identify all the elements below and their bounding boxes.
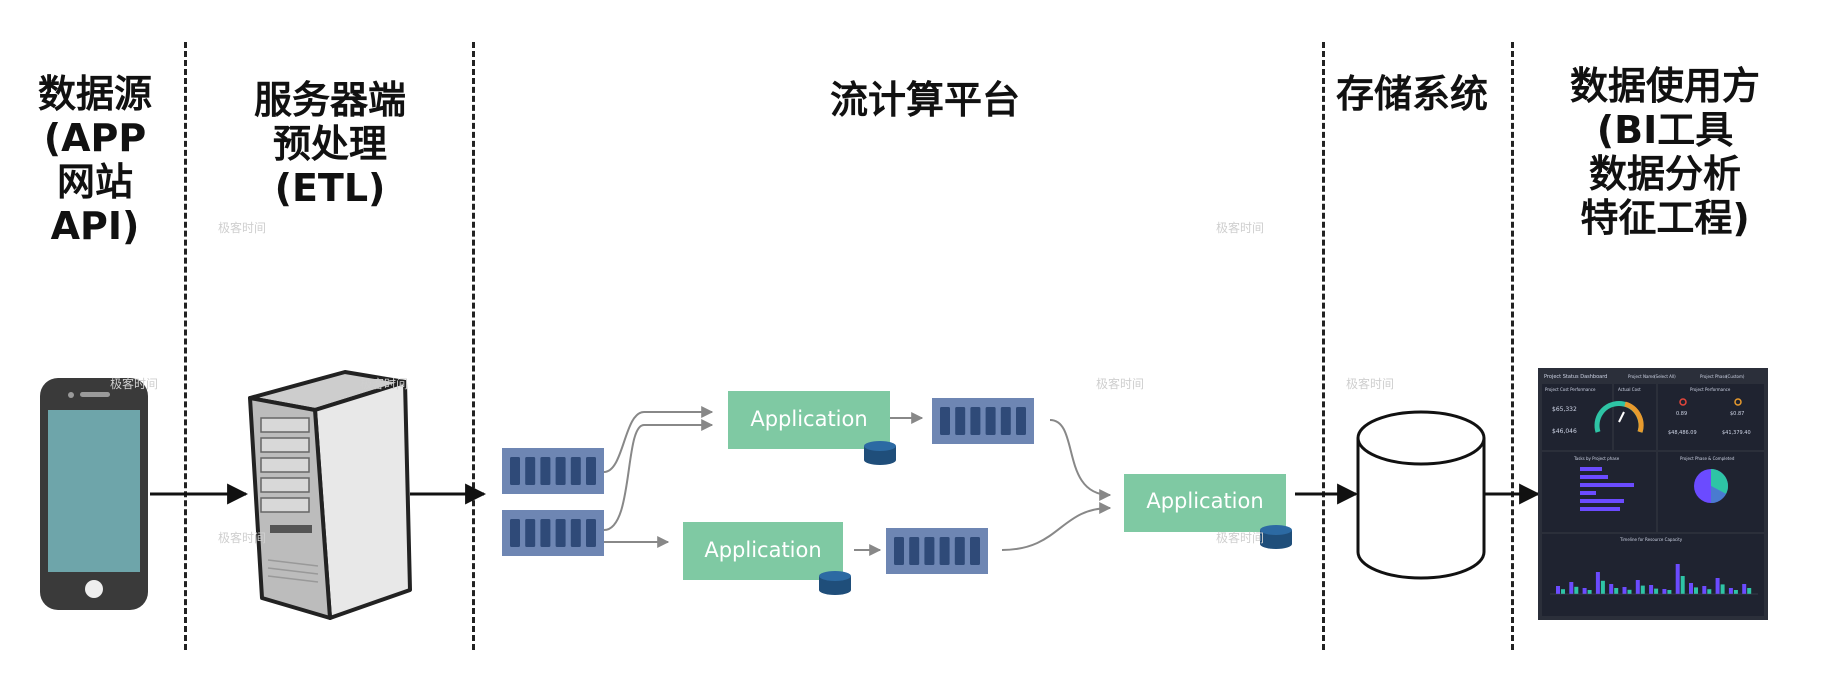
timeline-bar bbox=[1622, 587, 1627, 594]
divider-1 bbox=[184, 42, 187, 650]
divider-3 bbox=[1322, 42, 1325, 650]
panel-actual-title: Actual Cost bbox=[1618, 387, 1641, 392]
phone-icon bbox=[40, 378, 148, 610]
timeline-bar bbox=[1654, 588, 1659, 594]
panel-tasks-title: Tasks by Project phase bbox=[1573, 456, 1620, 461]
timeline-bar bbox=[1728, 588, 1733, 594]
app-box-1: Application bbox=[728, 391, 890, 449]
timeline-bar bbox=[1635, 580, 1640, 594]
dashboard-filter2-label: Project Phase bbox=[1700, 374, 1727, 379]
divider-2 bbox=[472, 42, 475, 650]
dashboard-filter2-value: (Custom) bbox=[1726, 374, 1745, 379]
storage-cylinder-icon bbox=[1356, 410, 1486, 580]
dashboard-filter1-value: (Select All) bbox=[1654, 374, 1676, 379]
bi-dashboard-thumbnail: Project Status Dashboard Project Name (S… bbox=[1538, 368, 1768, 620]
watermark: 极客时间 bbox=[110, 376, 158, 391]
timeline-bar bbox=[1614, 588, 1619, 594]
database-icon bbox=[819, 571, 851, 595]
database-icon bbox=[864, 441, 896, 465]
watermark: 极客时间 bbox=[1216, 530, 1264, 545]
timeline-bar bbox=[1680, 576, 1685, 594]
queue-input-1 bbox=[502, 448, 604, 494]
timeline-bar bbox=[1733, 590, 1738, 594]
timeline-bar bbox=[1587, 590, 1592, 594]
timeline-bar bbox=[1609, 584, 1614, 594]
timeline-bar bbox=[1675, 564, 1680, 594]
perf-1: 0.89 bbox=[1676, 411, 1687, 417]
perf-2: $0.87 bbox=[1730, 411, 1744, 417]
timeline-bar bbox=[1715, 578, 1720, 594]
perf-4: $41,379.40 bbox=[1722, 430, 1751, 436]
timeline-bar bbox=[1627, 589, 1632, 594]
timeline-bar bbox=[1595, 572, 1600, 594]
timeline-bar bbox=[1689, 583, 1693, 594]
timeline-bar bbox=[1707, 589, 1712, 594]
timeline-bar bbox=[1694, 587, 1698, 594]
gauge-icon bbox=[1594, 400, 1644, 433]
timeline-bar bbox=[1574, 586, 1579, 594]
timeline-bar bbox=[1742, 584, 1747, 594]
heading-data-consumer: 数据使用方 (BI工具 数据分析 特征工程) bbox=[1569, 64, 1760, 240]
stat-1: $65,332 bbox=[1552, 406, 1577, 413]
heading-storage: 存储系统 bbox=[1335, 72, 1488, 116]
app-label: Application bbox=[1146, 489, 1263, 513]
app-label: Application bbox=[704, 538, 821, 562]
timeline-bar bbox=[1561, 589, 1565, 594]
panel-perf-title: Project Performance bbox=[1690, 387, 1731, 392]
database-icon bbox=[1260, 525, 1292, 549]
heading-data-source: 数据源 (APP 网站 API) bbox=[37, 72, 152, 248]
timeline-bar bbox=[1640, 585, 1645, 594]
tasks-bars bbox=[1580, 467, 1634, 511]
perf-3: $48,486.09 bbox=[1668, 430, 1697, 436]
watermarks: 极客时间 极客时间 极客时间 极客时间 极客时间 极客时间 极客时间 极客时间 bbox=[110, 220, 1394, 545]
panel-phase-title: Project Phase & Completed bbox=[1680, 456, 1735, 461]
heading-stream-platform: 流计算平台 bbox=[829, 78, 1020, 122]
timeline-bar bbox=[1649, 585, 1654, 594]
panel-timeline-title: Timeline for Resource Capacity bbox=[1619, 537, 1683, 542]
heading-server-etl: 服务器端 预处理 (ETL) bbox=[253, 78, 406, 210]
watermark: 极客时间 bbox=[218, 220, 266, 235]
dashboard-title: Project Status Dashboard bbox=[1544, 374, 1607, 380]
stream-arrows bbox=[603, 406, 1112, 556]
pie-chart-icon bbox=[1694, 469, 1728, 503]
timeline-bar bbox=[1702, 586, 1707, 594]
panel-cost-title: Project Cost Performance bbox=[1545, 387, 1596, 392]
watermark: 极客时间 bbox=[1096, 376, 1144, 391]
queue-input-2 bbox=[502, 510, 604, 556]
queue-output-1 bbox=[932, 398, 1034, 444]
timeline-bar bbox=[1662, 589, 1667, 594]
watermark: 极客时间 bbox=[1346, 376, 1394, 391]
queue-output-2 bbox=[886, 528, 988, 574]
watermark: 极客时间 bbox=[1216, 220, 1264, 235]
divider-4 bbox=[1511, 42, 1514, 650]
timeline-bar bbox=[1747, 588, 1752, 594]
stat-2: $46,046 bbox=[1552, 428, 1577, 435]
timeline-bar bbox=[1667, 590, 1672, 594]
dashboard-filter1-label: Project Name bbox=[1628, 374, 1655, 379]
app-box-2: Application bbox=[683, 522, 843, 580]
app-label: Application bbox=[750, 407, 867, 431]
timeline-bar bbox=[1569, 582, 1574, 594]
timeline-bar bbox=[1720, 584, 1725, 594]
timeline-bar bbox=[1600, 580, 1605, 594]
timeline-bar bbox=[1556, 586, 1560, 594]
timeline-bars bbox=[1556, 564, 1752, 594]
app-box-3: Application bbox=[1124, 474, 1286, 532]
timeline-bar bbox=[1582, 588, 1587, 594]
server-icon bbox=[248, 370, 412, 620]
watermark: 极客时间 bbox=[360, 376, 408, 391]
watermark: 极客时间 bbox=[218, 530, 266, 545]
